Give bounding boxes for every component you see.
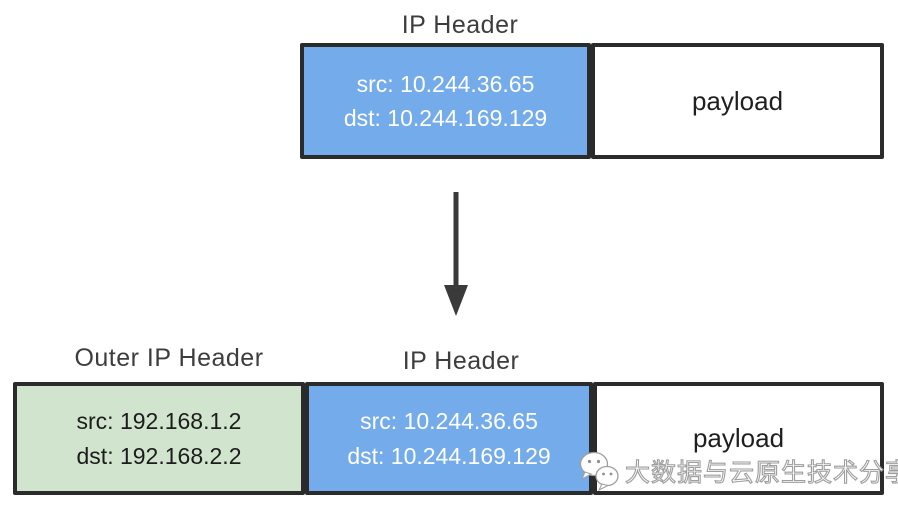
inner-ip-header-cell: src: 10.244.36.65 dst: 10.244.169.129 bbox=[305, 382, 593, 495]
bottom-ip-header-label: IP Header bbox=[402, 347, 520, 375]
inner-src-address: src: 10.244.36.65 bbox=[356, 70, 535, 97]
payload-label: payload bbox=[692, 423, 785, 453]
inner-ip-header-cell: src: 10.244.36.65 dst: 10.244.169.129 bbox=[300, 43, 591, 159]
outer-ip-header-cell: src: 192.168.1.2 dst: 192.168.2.2 bbox=[13, 382, 305, 495]
wechat-icon bbox=[579, 451, 619, 492]
outer-dst-address: dst: 192.168.2.2 bbox=[76, 442, 242, 469]
inner-src-address: src: 10.244.36.65 bbox=[360, 408, 538, 434]
top-ip-header-label: IP Header bbox=[401, 11, 519, 39]
outer-ip-header-label: Outer IP Header bbox=[74, 344, 264, 372]
inner-dst-address: dst: 10.244.169.129 bbox=[343, 105, 548, 131]
payload-label: payload bbox=[691, 85, 784, 116]
watermark: 大数据与云原生技术分享 bbox=[578, 449, 898, 493]
outer-src-address: src: 192.168.1.2 bbox=[76, 408, 242, 434]
inner-dst-address: dst: 10.244.169.129 bbox=[347, 442, 551, 469]
down-arrow-icon bbox=[444, 192, 468, 316]
original-packet: src: 10.244.36.65 dst: 10.244.169.129 pa… bbox=[300, 43, 884, 159]
payload-cell: payload bbox=[591, 43, 884, 159]
payload-cell: payload bbox=[593, 382, 884, 495]
encapsulation-arrow bbox=[430, 185, 482, 325]
watermark-text: 大数据与云原生技术分享 bbox=[624, 458, 898, 487]
encapsulated-packet: src: 192.168.1.2 dst: 192.168.2.2 src: 1… bbox=[13, 382, 884, 495]
